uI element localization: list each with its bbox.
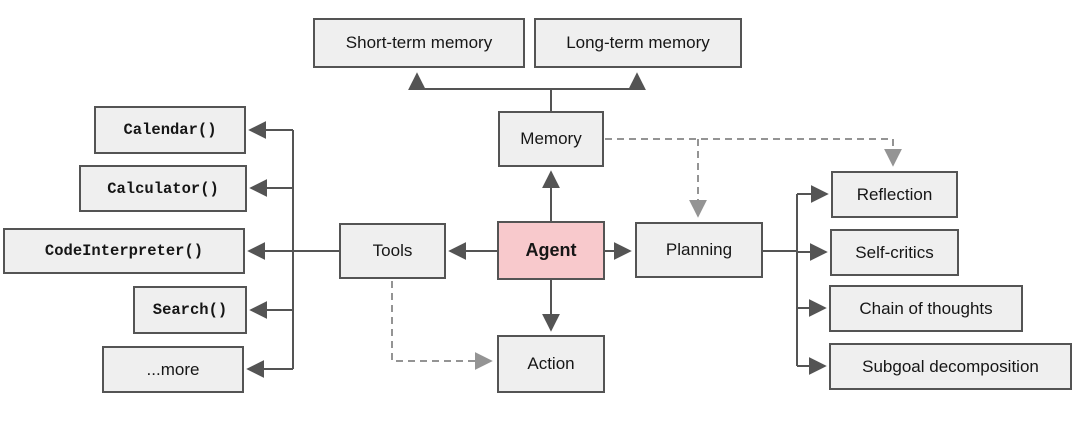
node-long-term-memory: Long-term memory [534, 18, 742, 68]
node-label: Self-critics [855, 242, 934, 262]
node-label: CodeInterpreter() [44, 242, 204, 260]
node-label: Calendar() [123, 121, 217, 139]
node-self-critics: Self-critics [830, 229, 959, 276]
node-label: Search() [152, 301, 228, 319]
node-search: Search() [133, 286, 247, 334]
node-chain-of-thoughts: Chain of thoughts [829, 285, 1023, 332]
connector-memory-to-planning-dashed [605, 138, 902, 218]
node-label: Long-term memory [566, 33, 710, 52]
node-label: Action [527, 354, 575, 373]
node-label: Short-term memory [345, 33, 493, 52]
connector-planning-to-strategies [763, 185, 829, 375]
node-calculator: Calculator() [79, 165, 247, 212]
node-tools: Tools [339, 223, 446, 279]
node-label: Tools [372, 241, 413, 260]
node-subgoal-decomposition: Subgoal decomposition [829, 343, 1072, 390]
connector-tools-to-functions [246, 121, 339, 378]
node-more: ...more [102, 346, 244, 393]
node-code-interpreter: CodeInterpreter() [3, 228, 245, 274]
node-planning: Planning [635, 222, 763, 278]
node-reflection: Reflection [831, 171, 958, 218]
node-label: Chain of thoughts [859, 298, 993, 318]
node-label: Memory [520, 129, 582, 148]
connector-memory-to-term-memories [408, 72, 646, 112]
node-short-term-memory: Short-term memory [313, 18, 525, 68]
node-label: Agent [525, 240, 577, 260]
node-label: Planning [665, 240, 733, 259]
node-memory: Memory [498, 111, 604, 167]
node-calendar: Calendar() [94, 106, 246, 154]
connector-tools-to-action-dashed [391, 281, 493, 370]
node-label: Calculator() [107, 179, 219, 198]
node-action: Action [497, 335, 605, 393]
node-label: ...more [146, 359, 200, 379]
node-label: Subgoal decomposition [862, 356, 1039, 376]
node-agent: Agent [497, 221, 605, 280]
node-label: Reflection [856, 184, 933, 204]
